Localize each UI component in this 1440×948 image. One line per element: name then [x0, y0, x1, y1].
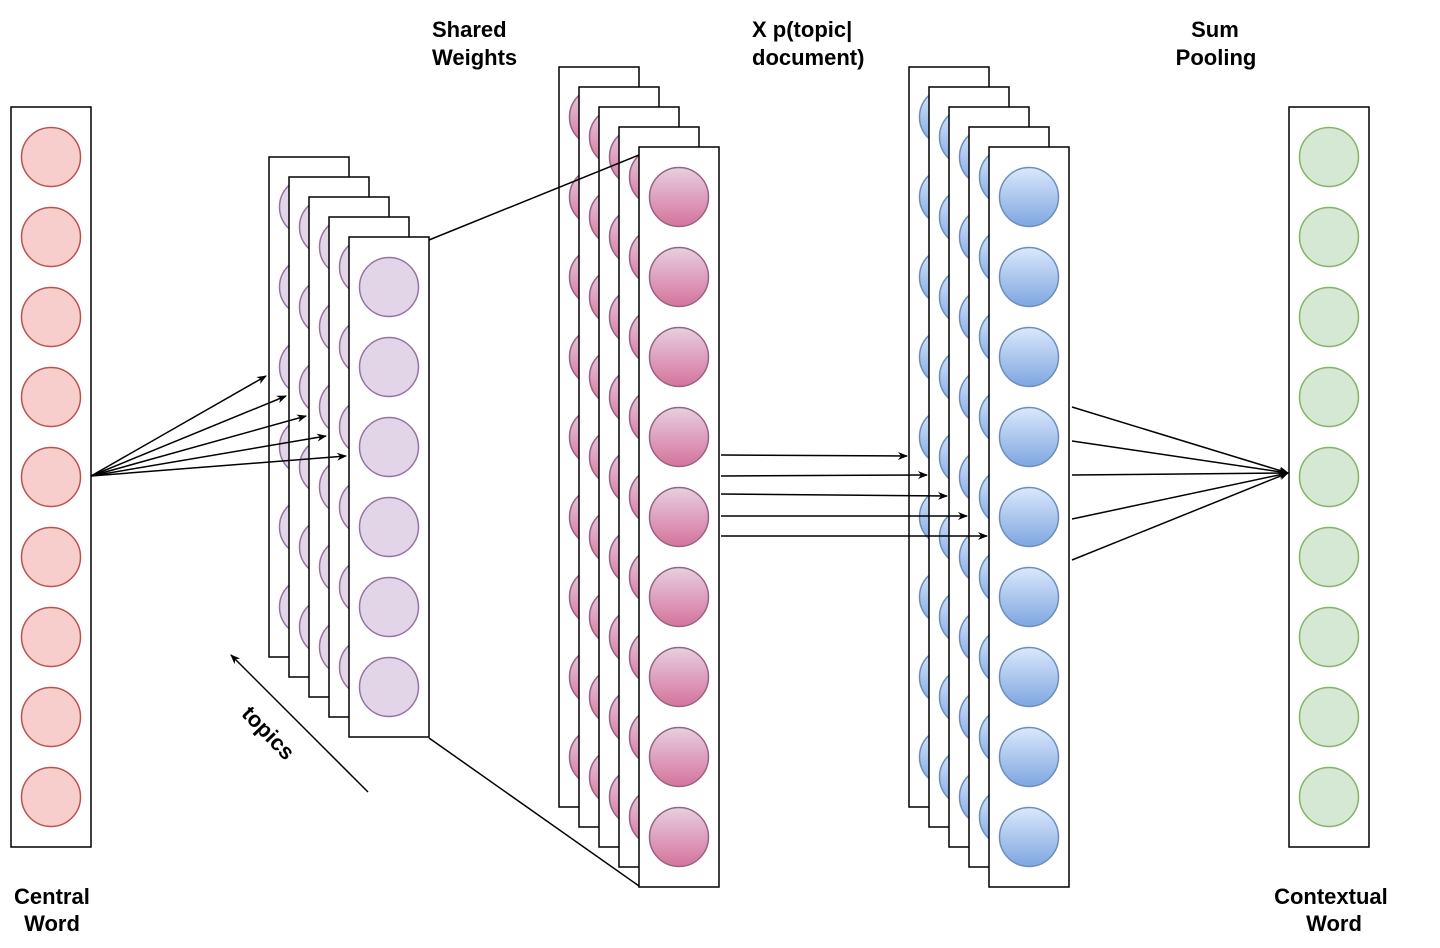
- central-word-unit: [20, 686, 82, 748]
- topic-embedding-unit: [358, 656, 420, 718]
- contextual-word-label: Contextual Word: [1274, 884, 1394, 936]
- pooled-topic-unit: [998, 326, 1060, 388]
- contextual-word-unit: [1298, 606, 1360, 668]
- topic-embedding-unit: [358, 576, 420, 638]
- pooled-topic-layer: [988, 146, 1070, 888]
- central-word-unit: [20, 606, 82, 668]
- connectors: [90, 154, 1289, 887]
- central-word-unit: [20, 126, 82, 188]
- arrow-to-contextual-word: [1071, 406, 1289, 475]
- topic-embedding-unit: [358, 256, 420, 318]
- arrow-to-pooled-topic: [720, 471, 928, 480]
- weighted-topic-unit: [648, 166, 710, 228]
- topic-embedding-layer: [348, 236, 430, 738]
- pooled-topic-unit: [998, 246, 1060, 308]
- weighted-topic-unit: [648, 806, 710, 868]
- arrow-to-topic-embedding: [90, 414, 307, 477]
- weighted-topic-unit: [648, 326, 710, 388]
- arrow-to-topic-embedding: [90, 433, 327, 477]
- weighted-topic-unit: [648, 246, 710, 308]
- arrow-to-topic-embedding: [90, 395, 287, 477]
- arrow-to-contextual-word: [1071, 470, 1289, 520]
- contextual-word-unit: [1298, 446, 1360, 508]
- pooled-topic-unit: [998, 646, 1060, 708]
- projection-line: [428, 737, 640, 887]
- topic-embedding-box: [348, 236, 430, 738]
- contextual-word-unit: [1298, 686, 1360, 748]
- arrow-to-pooled-topic: [720, 451, 908, 460]
- contextual-word-layer: [1288, 106, 1370, 848]
- weighted-topic-layer: [638, 146, 720, 888]
- arrow-to-topic-embedding: [90, 452, 347, 477]
- topics-direction-arrow: [230, 654, 369, 793]
- contextual-word-unit: [1298, 526, 1360, 588]
- weighted-topic-unit: [648, 486, 710, 548]
- central-word-unit: [20, 366, 82, 428]
- central-word-label: Central Word: [14, 884, 96, 936]
- sum-pooling-label: Sum Pooling: [1176, 17, 1257, 70]
- weighted-topic-unit: [648, 726, 710, 788]
- topic-embedding-unit: [358, 496, 420, 558]
- contextual-word-unit: [1298, 366, 1360, 428]
- layer-boxes: [10, 66, 1370, 888]
- central-word-unit: [20, 446, 82, 508]
- weighted-topic-unit: [648, 566, 710, 628]
- pooled-topic-unit: [998, 566, 1060, 628]
- central-word-unit: [20, 286, 82, 348]
- projection-line: [428, 154, 640, 241]
- contextual-word-unit: [1298, 766, 1360, 828]
- topic-weight-label: X p(topic| document): [752, 17, 864, 70]
- arrow-to-contextual-word: [1071, 440, 1289, 476]
- pooled-topic-unit: [998, 406, 1060, 468]
- pooled-topic-unit: [998, 166, 1060, 228]
- arrow-to-contextual-word: [1071, 469, 1289, 478]
- arrow-to-contextual-word: [1071, 472, 1289, 561]
- weighted-topic-unit: [648, 406, 710, 468]
- topic-embedding-unit: [358, 336, 420, 398]
- central-word-layer: [10, 106, 92, 848]
- contextual-word-unit: [1298, 286, 1360, 348]
- topics-label: topics: [237, 701, 300, 765]
- arrow-to-topic-embedding: [90, 375, 267, 477]
- central-word-unit: [20, 766, 82, 828]
- central-word-unit: [20, 206, 82, 268]
- arrow-to-pooled-topic: [720, 491, 948, 500]
- pooled-topic-unit: [998, 726, 1060, 788]
- weighted-topic-unit: [648, 646, 710, 708]
- pooled-topic-unit: [998, 486, 1060, 548]
- topic-embedding-unit: [358, 416, 420, 478]
- shared-weights-label: Shared Weights: [432, 17, 517, 70]
- central-word-unit: [20, 526, 82, 588]
- pooled-topic-unit: [998, 806, 1060, 868]
- contextual-word-unit: [1298, 126, 1360, 188]
- contextual-word-unit: [1298, 206, 1360, 268]
